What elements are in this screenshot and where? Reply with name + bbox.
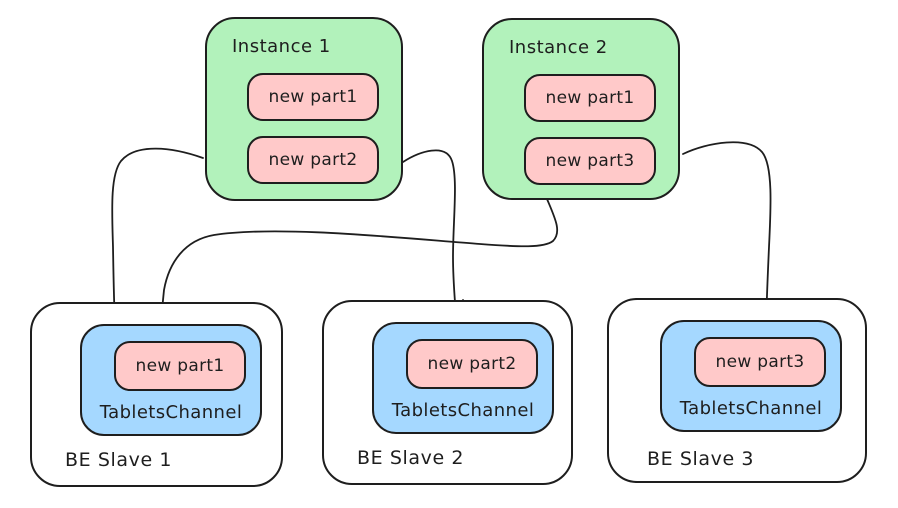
- slave-1-channel-label: TabletsChannel: [99, 402, 243, 423]
- node-instance-1: Instance 1 new part1 new part2: [205, 17, 403, 201]
- slave-2-part: new part2: [406, 339, 538, 389]
- slave-1-part: new part1: [114, 341, 246, 391]
- slave-3-channel-label: TabletsChannel: [679, 398, 823, 419]
- slave-3-part: new part3: [694, 337, 826, 387]
- edge-instance1-to-slave1: [106, 147, 204, 327]
- edge-instance1-to-slave2: [402, 149, 464, 321]
- slave-2-tablets-channel: new part2 TabletsChannel: [372, 322, 554, 434]
- instance-1-part-2: new part2: [247, 136, 379, 184]
- node-instance-2: Instance 2 new part1 new part3: [482, 18, 680, 200]
- instance-2-title: Instance 2: [509, 37, 608, 58]
- instance-1-part-1: new part1: [247, 73, 379, 121]
- slave-2-channel-label: TabletsChannel: [391, 400, 535, 421]
- slave-3-tablets-channel: new part3 TabletsChannel: [660, 320, 842, 432]
- slave-1-tablets-channel: new part1 TabletsChannel: [80, 324, 262, 436]
- slave-2-title: BE Slave 2: [357, 447, 465, 469]
- instance-2-part-2: new part3: [524, 137, 656, 185]
- slave-3-title: BE Slave 3: [647, 448, 755, 470]
- slave-1-title: BE Slave 1: [65, 449, 173, 471]
- node-be-slave-3: new part3 TabletsChannel BE Slave 3: [607, 298, 867, 483]
- instance-1-title: Instance 1: [232, 36, 331, 57]
- node-be-slave-2: new part2 TabletsChannel BE Slave 2: [322, 300, 573, 485]
- node-be-slave-1: new part1 TabletsChannel BE Slave 1: [30, 302, 283, 487]
- instance-2-part-1: new part1: [524, 74, 656, 122]
